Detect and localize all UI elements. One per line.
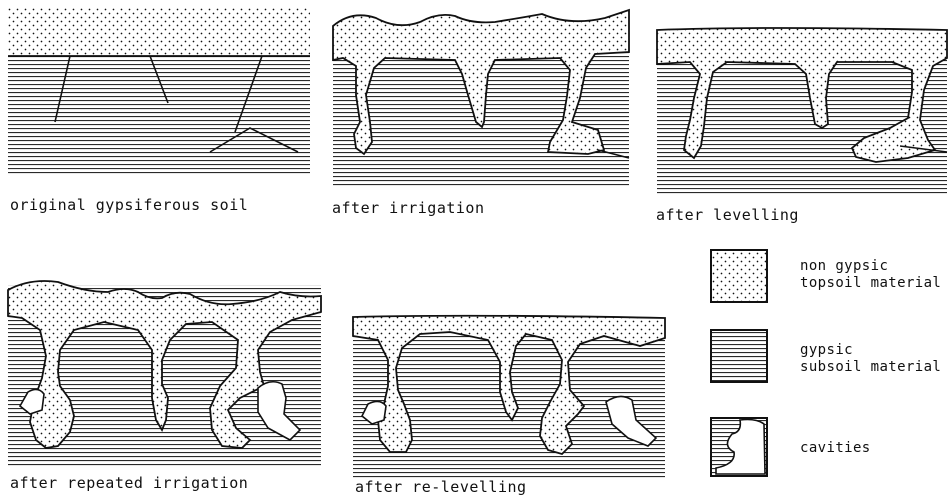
legend bbox=[711, 250, 767, 476]
subsoil-hatch bbox=[8, 50, 310, 175]
legend-label-cavities: cavities bbox=[800, 440, 871, 457]
panel-after-levelling bbox=[657, 28, 947, 196]
panel-original-soil bbox=[8, 8, 310, 175]
caption-after-re-levelling: after re-levelling bbox=[355, 478, 527, 496]
panel-after-irrigation bbox=[333, 10, 629, 187]
caption-after-repeated-irrigation: after repeated irrigation bbox=[10, 474, 248, 492]
caption-original-soil: original gypsiferous soil bbox=[10, 196, 248, 214]
panel-after-repeated-irrigation bbox=[8, 281, 321, 468]
legend-swatch-cavity bbox=[711, 418, 767, 476]
caption-after-levelling: after levelling bbox=[656, 206, 799, 224]
legend-label-subsoil: gypsic subsoil material bbox=[800, 342, 941, 376]
topsoil-stipple bbox=[8, 8, 310, 56]
legend-label-topsoil: non gypsic topsoil material bbox=[800, 258, 941, 292]
caption-after-irrigation: after irrigation bbox=[332, 199, 485, 217]
legend-swatch-topsoil bbox=[711, 250, 767, 302]
panel-after-re-levelling bbox=[353, 316, 665, 478]
legend-swatch-subsoil bbox=[711, 330, 767, 382]
